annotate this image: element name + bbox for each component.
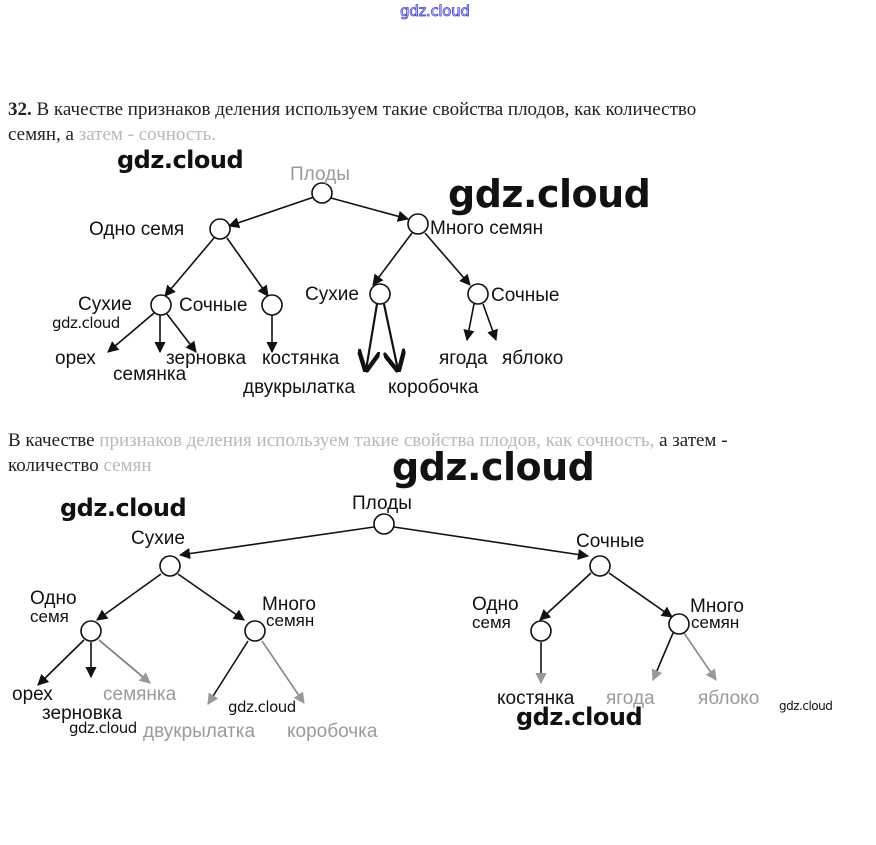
leaf-label: коробочка	[287, 721, 378, 742]
edge	[261, 640, 305, 704]
edge	[683, 632, 717, 681]
leaf-label: семянка	[103, 684, 177, 705]
task-paragraph-1-cont: семян, а затем - сочность.	[8, 123, 216, 147]
watermark: gdz.cloud	[228, 698, 296, 716]
edge	[178, 526, 375, 560]
edge	[608, 572, 673, 618]
node	[150, 294, 172, 316]
watermark: gdz.cloud	[117, 146, 244, 174]
paragraph-2-line-1b: признаков деления используем такие свойс…	[99, 430, 655, 451]
node	[80, 620, 102, 642]
node-label: Плоды	[352, 493, 412, 514]
edge	[482, 303, 498, 342]
paragraph-1-line-2a: семян, а	[8, 124, 74, 145]
leaf-label: двукрылатка	[143, 721, 255, 742]
node-label: Сочные	[179, 295, 248, 316]
leaf-label: ягода	[439, 348, 488, 369]
node-label: Много	[262, 594, 316, 615]
node-label: семя	[30, 607, 69, 626]
edge	[393, 526, 590, 561]
task-paragraph-1: 32. В качестве признаков деления использ…	[8, 98, 696, 122]
edge	[424, 232, 471, 286]
leaf-label: костянка	[262, 348, 340, 369]
leaf-label: орех	[12, 684, 53, 705]
watermark: gdz.cloud	[60, 494, 187, 522]
node-label: Одно	[30, 588, 77, 609]
node-label: Сочные	[576, 531, 645, 552]
paragraph-2-line-1a: В качестве	[8, 430, 100, 451]
node	[311, 182, 333, 204]
leaf-label: яблоко	[698, 688, 759, 709]
edge	[226, 237, 269, 297]
paragraph-1-line-2b: затем - сочность.	[73, 124, 217, 145]
tree-2-labels: Плоды Сухие Сочные Одно семя Много семян…	[12, 493, 759, 742]
edge	[98, 639, 151, 684]
node-label: Много	[690, 596, 744, 617]
node	[244, 620, 266, 642]
leaf-label: зерновка	[42, 703, 123, 724]
leaf-label: орех	[55, 348, 96, 369]
task-paragraph-2-cont: количество семян	[8, 454, 152, 478]
node	[467, 283, 489, 305]
leaf-label: семянка	[113, 364, 187, 385]
node	[668, 613, 690, 635]
task-paragraph-2: В качестве признаков деления используем …	[8, 429, 728, 453]
watermark: gdz.cloud	[69, 719, 137, 737]
edge	[463, 303, 475, 342]
edge	[330, 197, 410, 222]
node-label: Плоды	[290, 164, 350, 185]
task-number: 32.	[8, 99, 32, 120]
leaf-label: ягода	[606, 688, 655, 709]
watermark: gdz.cloud	[448, 172, 651, 216]
node	[589, 555, 611, 577]
edge	[651, 632, 674, 682]
watermark: gdz.cloud	[392, 445, 595, 489]
node-label: Одно семя	[89, 219, 184, 240]
tree-1	[107, 182, 498, 370]
leaf-label: костянка	[497, 688, 575, 709]
node-label: Сухие	[305, 284, 359, 305]
leaf-label: коробочка	[388, 377, 479, 398]
node-label: Сухие	[78, 294, 132, 315]
edge	[372, 232, 413, 286]
paragraph-2-line-2a: количество	[8, 455, 104, 476]
node	[369, 283, 391, 305]
edge	[166, 313, 197, 353]
node	[407, 213, 429, 235]
tree-2	[37, 513, 717, 705]
node	[261, 294, 283, 316]
node-label: Одно	[472, 594, 519, 615]
edge	[382, 303, 398, 370]
leaf-label: зерновка	[166, 348, 247, 369]
node	[373, 513, 395, 535]
tree-1-labels: Плоды Одно семя Много семян Сухие Сочные…	[55, 164, 563, 398]
leaf-label: яблоко	[502, 348, 563, 369]
site-link[interactable]: gdz.cloud	[400, 2, 471, 21]
edge	[227, 196, 315, 229]
edge	[107, 312, 155, 353]
paragraph-2-line-1c: а затем -	[654, 430, 728, 451]
edge	[207, 640, 249, 705]
node-label: Сухие	[131, 528, 185, 549]
edge	[37, 639, 85, 686]
node-label: семя	[472, 613, 511, 632]
edge	[539, 572, 592, 621]
node-label: семян	[691, 613, 739, 632]
watermark: gdz.cloud	[516, 703, 643, 731]
edge	[366, 303, 377, 370]
watermark: gdz.cloud	[779, 699, 833, 713]
leaf-label: двукрылатка	[243, 377, 355, 398]
watermark: gdz.cloud	[52, 314, 120, 332]
node-label: Сочные	[491, 285, 560, 306]
paragraph-1-line-1: В качестве признаков деления используем …	[36, 99, 697, 120]
edge	[96, 573, 162, 621]
node-label: Много семян	[430, 218, 543, 239]
paragraph-2-line-2b: семян	[103, 455, 152, 476]
edge	[164, 237, 215, 297]
node	[209, 218, 231, 240]
node	[159, 555, 181, 577]
node	[530, 620, 552, 642]
edge	[177, 573, 245, 621]
node-label: семян	[266, 611, 314, 630]
